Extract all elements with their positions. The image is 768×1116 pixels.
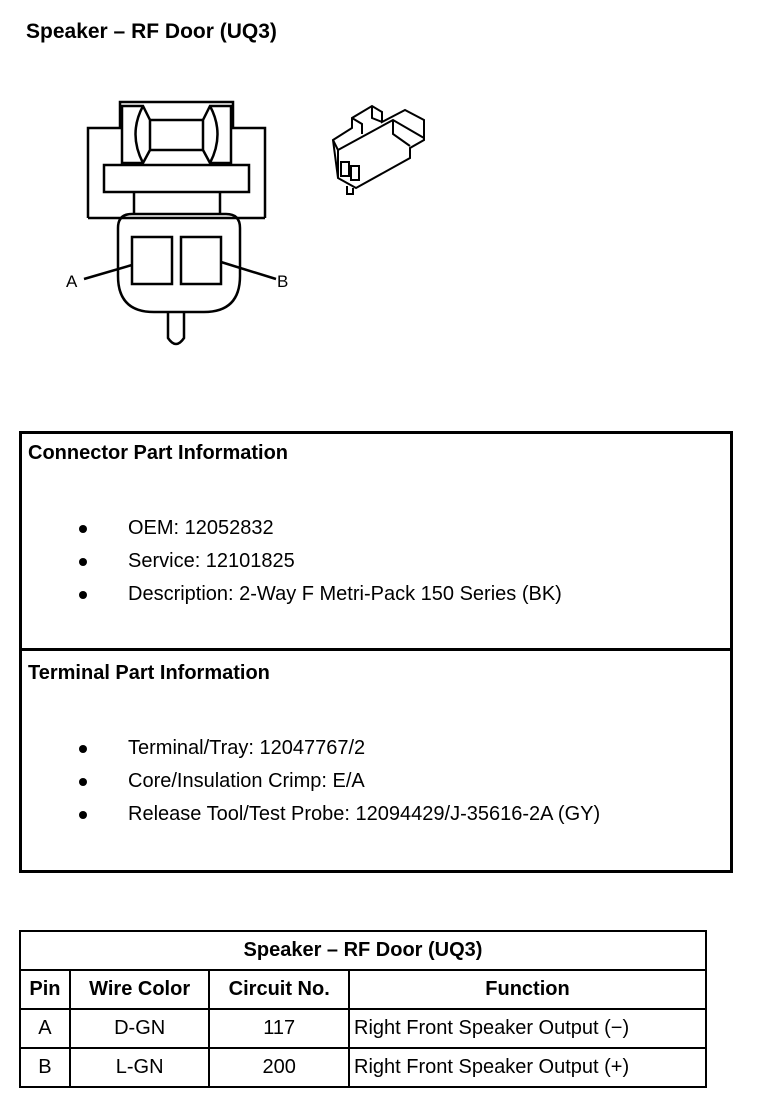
- function-cell: Right Front Speaker Output (−): [348, 1008, 707, 1049]
- bullet-icon: [79, 558, 87, 566]
- terminal-info-heading: Terminal Part Information: [28, 662, 270, 684]
- table-row: B L-GN 200 Right Front Speaker Output (+…: [19, 1047, 707, 1088]
- column-header-wire-color: Wire Color: [68, 969, 211, 1010]
- bullet-icon: [79, 778, 87, 786]
- connector-info-list: OEM: 12052832 Service: 12101825 Descript…: [22, 512, 730, 611]
- column-header-circuit: Circuit No.: [208, 969, 351, 1010]
- connector-isometric-drawing: [331, 104, 425, 195]
- connector-info-heading: Connector Part Information: [28, 442, 289, 464]
- terminal-part-info: Terminal Part Information Terminal/Tray:…: [22, 654, 730, 870]
- cavity-b: [179, 235, 223, 286]
- list-item: Release Tool/Test Probe: 12094429/J-3561…: [22, 798, 730, 831]
- terminal-info-list: Terminal/Tray: 12047767/2 Core/Insulatio…: [22, 732, 730, 831]
- connector-diagram: A B: [66, 100, 425, 346]
- function-cell: Right Front Speaker Output (+): [348, 1047, 707, 1088]
- list-item: Terminal/Tray: 12047767/2: [22, 732, 730, 765]
- pin-cell: A: [19, 1008, 71, 1049]
- table-title-row: Speaker – RF Door (UQ3): [19, 930, 707, 971]
- pin-label-b: B: [277, 272, 288, 291]
- list-item: Service: 12101825: [22, 545, 730, 578]
- pin-cell: B: [19, 1047, 71, 1088]
- connector-part-info: Connector Part Information OEM: 12052832…: [22, 434, 730, 651]
- list-item: Core/Insulation Crimp: E/A: [22, 765, 730, 798]
- column-header-pin: Pin: [19, 969, 71, 1010]
- column-header-function: Function: [348, 969, 707, 1010]
- bullet-icon: [79, 591, 87, 599]
- circuit-cell: 117: [208, 1008, 351, 1049]
- page-title: Speaker – RF Door (UQ3): [26, 20, 277, 43]
- bullet-icon: [79, 811, 87, 819]
- list-item: Description: 2-Way F Metri-Pack 150 Seri…: [22, 578, 730, 611]
- table-row: A D-GN 117 Right Front Speaker Output (−…: [19, 1008, 707, 1049]
- part-information-box: Connector Part Information OEM: 12052832…: [19, 431, 733, 873]
- circuit-cell: 200: [208, 1047, 351, 1088]
- table-header-row: Pin Wire Color Circuit No. Function: [19, 969, 707, 1010]
- pin-label-a: A: [66, 272, 78, 291]
- bullet-icon: [79, 525, 87, 533]
- connector-face-drawing: [83, 100, 277, 346]
- wire-color-cell: D-GN: [68, 1008, 211, 1049]
- cavity-a: [130, 235, 174, 286]
- wire-color-cell: L-GN: [68, 1047, 211, 1088]
- bullet-icon: [79, 745, 87, 753]
- pinout-table-title: Speaker – RF Door (UQ3): [19, 930, 707, 971]
- list-item: OEM: 12052832: [22, 512, 730, 545]
- pinout-table: Speaker – RF Door (UQ3) Pin Wire Color C…: [19, 930, 707, 1088]
